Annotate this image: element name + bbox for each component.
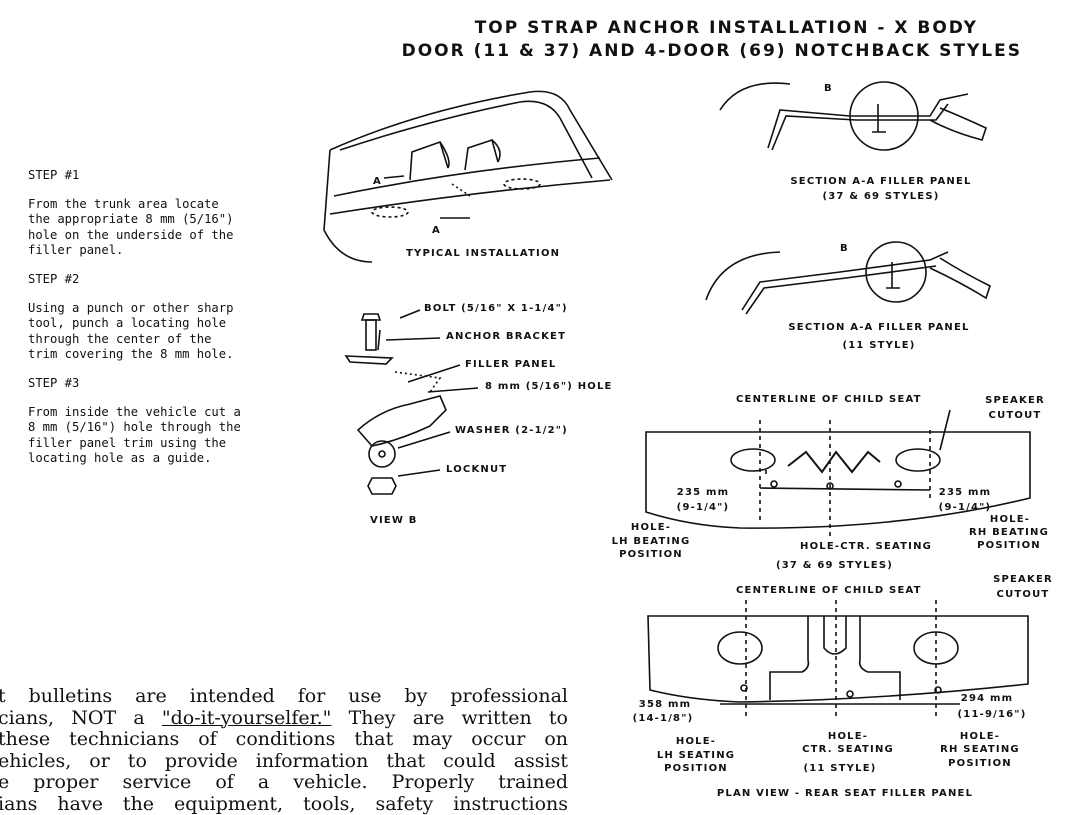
plan1-lh-label-2: LH BEATING: [606, 536, 696, 548]
plan2-lh-label-1: HOLE-: [650, 736, 742, 748]
locknut-label: LOCKNUT: [446, 464, 507, 476]
plan1-centerline-label: CENTERLINE OF CHILD SEAT: [736, 394, 922, 406]
plan1-dim-right: 235 mm: [932, 487, 998, 499]
filler-panel-label: FILLER PANEL: [465, 359, 556, 371]
plan2-centerline-label: CENTERLINE OF CHILD SEAT: [736, 585, 922, 597]
plan1-lh-label-3: POSITION: [606, 549, 696, 561]
plan2-caption: PLAN VIEW - REAR SEAT FILLER PANEL: [690, 788, 1000, 800]
plan2-cutout-label: CUTOUT: [988, 589, 1058, 601]
plan1-dim-left-in: (9-1/4"): [670, 502, 736, 514]
view-b-caption: VIEW B: [370, 515, 418, 527]
anchor-bracket-label: ANCHOR BRACKET: [446, 331, 566, 343]
section1-label-b: B: [824, 83, 833, 95]
section2-caption: SECTION A-A FILLER PANEL: [768, 322, 990, 334]
plan2-rh-label-1: HOLE-: [930, 731, 1030, 743]
disclaimer-line-2c: They are written to: [331, 707, 568, 729]
disclaimer-line-2a: cians, NOT a: [0, 707, 162, 729]
plan2-style-label: (11 STYLE): [790, 763, 890, 775]
typical-installation-illustration: [324, 91, 612, 262]
typical-label-a-left: A: [373, 176, 382, 188]
section2-subcaption: (11 STYLE): [768, 340, 990, 352]
hole-label: 8 mm (5/16") HOLE: [485, 381, 613, 393]
disclaimer-line-5: e proper service of a vehicle. Properly …: [0, 772, 568, 794]
section2-label-b: B: [840, 243, 849, 255]
typical-label-a-right: A: [432, 225, 441, 237]
section-aa-37-69-illustration: [720, 82, 986, 150]
plan1-rh-label-2: RH BEATING: [964, 527, 1054, 539]
plan2-lh-label-2: LH SEATING: [650, 750, 742, 762]
do-it-yourselfer-text: "do-it-yourselfer.": [162, 707, 332, 729]
plan1-rh-label-1: HOLE-: [970, 514, 1050, 526]
disclaimer-text: t bulletins are intended for use by prof…: [0, 686, 568, 815]
plan2-ctr-label-1: HOLE-: [800, 731, 896, 743]
disclaimer-line-6: ians have the equipment, tools, safety i…: [0, 794, 568, 815]
plan2-dim-left-in: (14-1/8"): [626, 713, 700, 725]
plan1-lh-label-1: HOLE-: [606, 522, 696, 534]
plan2-lh-label-3: POSITION: [650, 763, 742, 775]
section1-subcaption: (37 & 69 STYLES): [770, 191, 992, 203]
plan2-rh-label-2: RH SEATING: [930, 744, 1030, 756]
plan2-dim-right-in: (11-9/16"): [950, 709, 1034, 721]
plan1-rh-label-3: POSITION: [964, 540, 1054, 552]
plan1-ctr-label: HOLE-CTR. SEATING: [800, 541, 932, 553]
plan2-rh-label-3: POSITION: [930, 758, 1030, 770]
section1-caption: SECTION A-A FILLER PANEL: [770, 176, 992, 188]
plan1-cutout-label: CUTOUT: [982, 410, 1048, 422]
plan1-styles-label: (37 & 69 STYLES): [776, 560, 893, 572]
disclaimer-line-1: t bulletins are intended for use by prof…: [0, 686, 568, 708]
plan1-dim-right-in: (9-1/4"): [932, 502, 998, 514]
plan2-dim-left: 358 mm: [630, 699, 700, 711]
disclaimer-line-4: ehicles, or to provide information that …: [0, 751, 568, 773]
bolt-label: BOLT (5/16" X 1-1/4"): [424, 303, 568, 315]
plan1-speaker-label: SPEAKER: [982, 395, 1048, 407]
washer-label: WASHER (2-1/2"): [455, 425, 568, 437]
plan2-dim-right: 294 mm: [954, 693, 1020, 705]
plan2-ctr-label-2: CTR. SEATING: [800, 744, 896, 756]
disclaimer-line-3: these technicians of conditions that may…: [0, 729, 568, 751]
disclaimer-line-2: cians, NOT a "do-it-yourselfer." They ar…: [0, 708, 568, 730]
plan2-speaker-label: SPEAKER: [988, 574, 1058, 586]
plan1-dim-left: 235 mm: [670, 487, 736, 499]
typical-installation-caption: TYPICAL INSTALLATION: [406, 248, 560, 260]
